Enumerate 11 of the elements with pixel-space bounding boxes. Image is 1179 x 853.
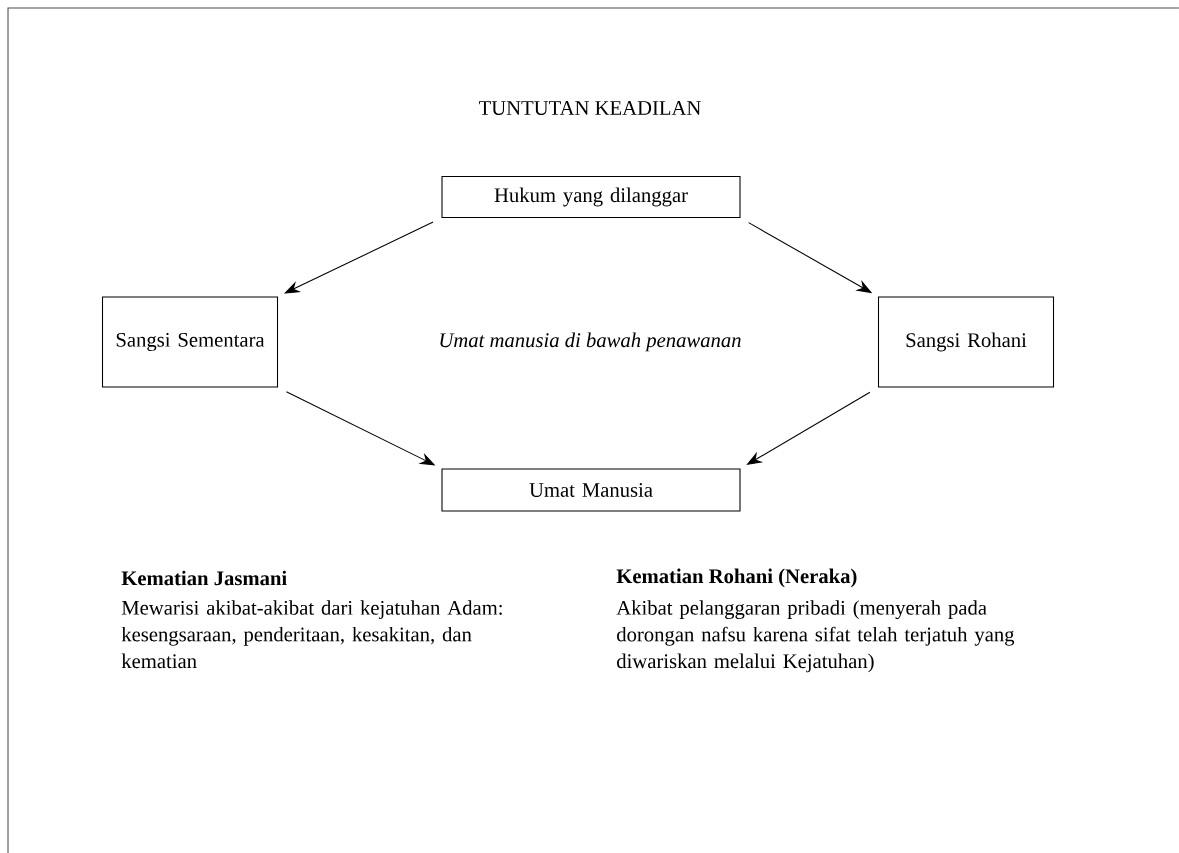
center-note: Umat manusia di bawah penawanan [440, 332, 741, 352]
title: TUNTUTAN KEADILAN [479, 101, 701, 115]
label-box: Hukum yang dilanggar [441, 175, 741, 219]
label-box: Umat Manusia [441, 468, 741, 512]
label-box: Sangsi Rohani [877, 296, 1055, 388]
heading: Kematian Rohani (Neraka) [616, 568, 857, 588]
arrow [284, 221, 434, 294]
description: Akibat pelanggaran pribadi (menyerah pada dorongan nafsu karena sifat telah terjatuh yang diwariskan melalui Kejatuhan) [616, 600, 1015, 673]
heading: Kematian Jasmani [121, 570, 287, 586]
description: Mewarisi akibat-akibat dari kejatuhan Adam: kesengsaraan, penderitaan, kesakitan, dan kematian [121, 600, 502, 669]
label-box: Sangsi Sementara [101, 296, 279, 388]
